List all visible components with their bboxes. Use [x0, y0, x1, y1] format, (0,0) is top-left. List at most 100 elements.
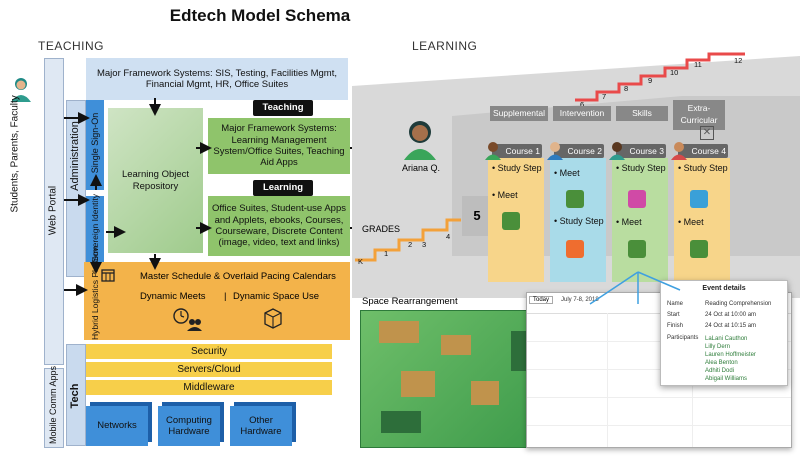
hybrid-logistics-bar	[84, 262, 106, 340]
framework-systems-box: Major Framework Systems: SIS, Testing, F…	[86, 58, 348, 100]
course-card-3[interactable]	[612, 158, 668, 282]
sso-bar	[86, 100, 104, 190]
middleware-layer: Middleware	[86, 380, 332, 395]
course-1-meet: • Meet	[492, 190, 518, 200]
grade-2: 2	[408, 240, 413, 249]
grade-11: 11	[694, 60, 702, 69]
participant[interactable]: Lilly Dern	[705, 344, 731, 350]
connector-arrows	[64, 98, 356, 296]
chat-icon[interactable]	[690, 190, 708, 208]
meeting-clock-icon	[173, 308, 202, 331]
event-details-popup[interactable]: Event details Name Reading Comprehension…	[660, 280, 788, 386]
event-finish-value: 24 Oct at 10:15 am	[705, 323, 757, 329]
meet-icon[interactable]	[566, 190, 584, 208]
participants-label: Participants	[667, 335, 699, 341]
participant[interactable]: Alea Benton	[705, 360, 738, 366]
space-rearrangement-label: Space Rearrangement	[362, 296, 458, 307]
current-grade-5[interactable]: 5	[462, 196, 492, 236]
meet-icon[interactable]	[628, 240, 646, 258]
grade-6: 6	[580, 100, 585, 109]
event-name-value: Reading Comprehension	[705, 301, 772, 307]
course-3-meet: • Meet	[616, 217, 642, 227]
teacher-avatar-2-icon	[547, 142, 563, 160]
grade-8: 8	[624, 84, 629, 93]
column-skills[interactable]: Skills	[616, 106, 668, 121]
web-portal-bar[interactable]	[44, 58, 64, 365]
calendar-date: July 7-8, 2018	[561, 297, 599, 303]
learning-tag: Learning	[253, 180, 313, 196]
networks-block: Networks	[86, 406, 148, 446]
page-title: Edtech Model Schema	[169, 6, 351, 25]
course-3-study-step: • Study Step	[616, 163, 666, 173]
participant[interactable]: Adhiti Dodi	[705, 368, 735, 374]
today-button[interactable]: Today	[529, 296, 554, 304]
space-cube-icon	[264, 308, 282, 329]
security-layer: Security	[86, 344, 332, 359]
course-card-4[interactable]	[674, 158, 730, 282]
column-extracurricular[interactable]: Extra-Curricular	[673, 100, 725, 130]
dynamic-space-label: Dynamic Space Use	[233, 291, 320, 302]
meet-icon[interactable]	[690, 240, 708, 258]
grade-stairs	[355, 52, 745, 262]
calendar-arrows	[589, 271, 681, 305]
teaching-section-label: TEACHING	[38, 39, 105, 53]
course-4-study-step: • Study Step	[678, 163, 728, 173]
teaching-systems-box: Major Framework Systems: Learning Manage…	[208, 118, 350, 174]
mobile-apps-label: Mobile Comm Apps	[48, 365, 58, 445]
student-name: Ariana Q.	[402, 163, 441, 173]
event-finish-label: Finish	[667, 323, 684, 329]
course-1-study-step: • Study Step	[492, 163, 542, 173]
grade-12: 12	[734, 56, 743, 65]
column-supplemental[interactable]: Supplemental	[490, 106, 548, 121]
user-avatar-icon	[11, 78, 31, 102]
event-start-value: 24 Oct at 10:00 am	[705, 312, 757, 318]
calendar-icon	[101, 269, 115, 282]
event-name-label: Name	[667, 301, 684, 307]
mobile-apps-bar[interactable]	[44, 368, 64, 448]
participant[interactable]: Abigail Williams	[705, 376, 748, 382]
participant[interactable]: LaLani Cauthon	[705, 336, 748, 342]
teacher-avatar-1-icon	[485, 142, 501, 160]
teacher-avatar-3-icon	[609, 142, 625, 160]
servers-cloud-layer: Servers/Cloud	[86, 362, 332, 377]
grades-label: GRADES	[362, 224, 401, 234]
separator: |	[224, 291, 227, 302]
x-box-icon: ✕	[700, 126, 714, 140]
column-intervention[interactable]: Intervention	[553, 106, 611, 121]
course-4-label: Course 4	[678, 144, 728, 158]
participant[interactable]: Lauren Hoffmeister	[705, 352, 756, 358]
student-avatar-icon	[404, 121, 436, 160]
meet-icon[interactable]	[502, 212, 520, 230]
teacher-avatar-4-icon	[671, 142, 687, 160]
grade-3: 3	[422, 240, 427, 249]
sovereign-identity-bar	[86, 196, 104, 262]
course-1-label: Course 1	[492, 144, 542, 158]
teaching-tag: Teaching	[253, 100, 313, 116]
course-2-label: Course 2	[554, 144, 604, 158]
learning-systems-box: Office Suites, Student-use Apps and Appl…	[208, 196, 350, 256]
other-hardware-block: Other Hardware	[230, 406, 292, 446]
slides-icon[interactable]	[628, 190, 646, 208]
tech-label: Tech	[69, 383, 81, 409]
course-3-label: Course 3	[616, 144, 666, 158]
computing-hardware-block: Computing Hardware	[158, 406, 220, 446]
schedule-label: Master Schedule & Overlaid Pacing Calend…	[140, 271, 336, 282]
dynamic-meets-label: Dynamic Meets	[140, 291, 206, 302]
grade-1: 1	[384, 249, 389, 258]
event-start-label: Start	[667, 312, 680, 318]
classroom-floorplan[interactable]	[360, 310, 548, 448]
course-card-2[interactable]	[550, 158, 606, 282]
course-2-meet: • Meet	[554, 168, 580, 178]
course-4-meet: • Meet	[678, 217, 704, 227]
administration-bar	[66, 100, 86, 277]
learning-section-label: LEARNING	[412, 39, 478, 53]
grade-k: K	[358, 257, 364, 266]
video-icon[interactable]	[566, 240, 584, 258]
tech-bar	[66, 344, 86, 446]
course-2-study-step: • Study Step	[554, 216, 604, 226]
event-details-title: Event details	[702, 285, 746, 292]
schedule-box	[106, 262, 350, 340]
participants-list: LaLani Cauthon Lilly Dern Lauren Hoffmei…	[705, 335, 756, 383]
grade-7: 7	[602, 92, 607, 101]
grade-4: 4	[446, 232, 451, 241]
